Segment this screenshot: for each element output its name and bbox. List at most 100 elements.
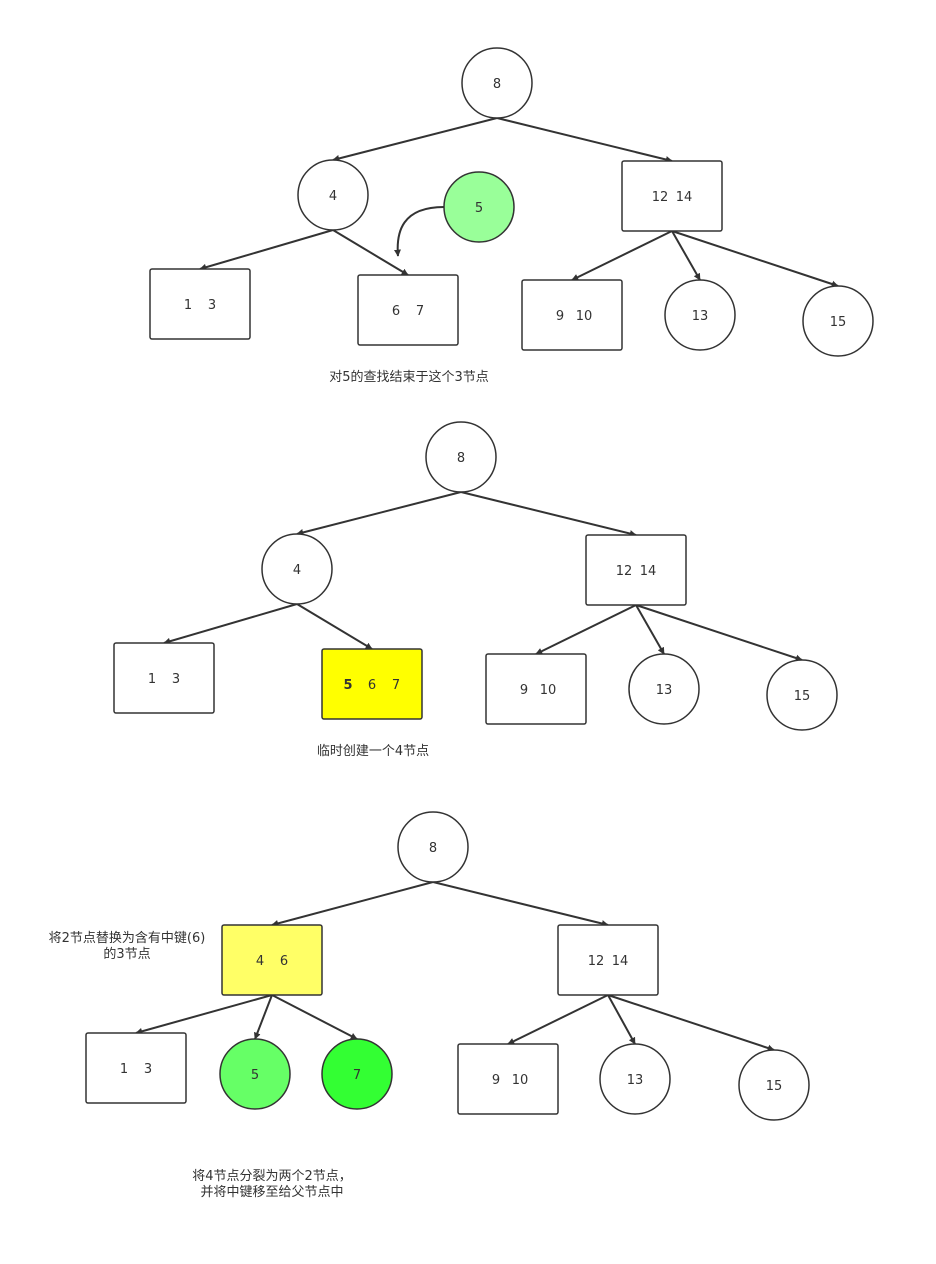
tree-node-p3-root: 8 — [397, 811, 469, 883]
edge-p3-right-to-p3-rm — [607, 994, 636, 1045]
node-circle — [766, 659, 838, 731]
tree-node-p2-left: 4 — [261, 533, 333, 605]
side-note: 将2节点替换为含有中键(6) — [49, 930, 206, 946]
tree-node-p3-rm: 13 — [599, 1043, 671, 1115]
node-box — [485, 653, 587, 725]
node-key-label: 4 — [256, 954, 264, 969]
node-box — [457, 1043, 559, 1115]
edge-p3-right-to-p3-rr — [607, 994, 775, 1052]
edge-p3-right-to-p3-rl — [507, 994, 609, 1045]
node-key-label: 6 — [280, 954, 288, 969]
node-key-label: 1 — [148, 672, 156, 687]
edge-p1-right-to-p1-rr — [671, 230, 839, 288]
node-key-label: 13 — [692, 309, 709, 324]
node-circle — [802, 285, 874, 357]
node-key-label: 14 — [640, 564, 657, 579]
tree-node-p1-root: 8 — [461, 47, 533, 119]
node-box — [357, 274, 459, 346]
edge-p1-left-to-p1-ll — [199, 229, 334, 271]
node-key-label: 3 — [172, 672, 180, 687]
edge-p2-left-to-p2-ll — [163, 603, 298, 645]
insert-arrow-5-into-node — [393, 206, 445, 257]
panel-caption: 并将中键移至给父节点中 — [200, 1185, 343, 1200]
tree-node-p1-right: 12 14 — [621, 160, 723, 232]
node-circle — [461, 47, 533, 119]
edge-p3-root-to-p3-right — [432, 881, 609, 927]
node-key-label: 5 — [343, 678, 352, 693]
tree-node-p3-lm: 5 — [219, 1038, 291, 1110]
edge-p2-right-to-p2-rl — [535, 604, 637, 655]
edge-p1-left-to-p1-lr — [332, 229, 409, 276]
node-circle — [738, 1049, 810, 1121]
node-key-label: 12 — [652, 190, 669, 205]
edge-p1-right-to-p1-rm — [671, 230, 701, 281]
node-key-label: 13 — [656, 683, 673, 698]
node-box — [321, 648, 423, 720]
node-key-label: 3 — [208, 298, 216, 313]
node-box — [149, 268, 251, 340]
node-box — [557, 924, 659, 996]
tree-node-p1-rm: 13 — [664, 279, 736, 351]
node-box — [521, 279, 623, 351]
node-key-label: 7 — [416, 304, 424, 319]
edges-layer — [135, 117, 839, 1052]
node-circle — [425, 421, 497, 493]
node-circle — [443, 171, 515, 243]
node-circle — [219, 1038, 291, 1110]
node-key-label: 9 — [492, 1073, 500, 1088]
node-key-label: 4 — [293, 563, 301, 578]
tree-node-p2-rr: 15 — [766, 659, 838, 731]
node-key-label: 14 — [676, 190, 693, 205]
node-key-label: 5 — [251, 1068, 259, 1083]
node-key-label: 3 — [144, 1062, 152, 1077]
panel-caption: 对5的查找结束于这个3节点 — [329, 369, 489, 385]
tree-node-p2-rl: 9 10 — [485, 653, 587, 725]
node-circle — [321, 1038, 393, 1110]
tree-node-p3-rl: 9 10 — [457, 1043, 559, 1115]
edge-p2-root-to-p2-right — [460, 491, 637, 537]
tree-node-p1-new: 5 — [443, 171, 515, 243]
edge-p2-left-to-p2-lr — [296, 603, 373, 650]
node-box — [585, 534, 687, 606]
node-circle — [628, 653, 700, 725]
node-key-label: 4 — [329, 189, 337, 204]
panel-caption: 将4节点分裂为两个2节点， — [192, 1169, 352, 1184]
node-key-label: 9 — [556, 309, 564, 324]
node-key-label: 10 — [540, 683, 557, 698]
tree-node-p3-rr: 15 — [738, 1049, 810, 1121]
node-key-label: 7 — [392, 678, 400, 693]
node-circle — [599, 1043, 671, 1115]
node-box — [85, 1032, 187, 1104]
edge-p3-left-to-p3-lr — [271, 994, 358, 1040]
node-circle — [297, 159, 369, 231]
captions-layer: 对5的查找结束于这个3节点临时创建一个4节点将4节点分裂为两个2节点，并将中键移… — [49, 369, 489, 1200]
panel-caption: 临时创建一个4节点 — [317, 744, 429, 759]
node-circle — [664, 279, 736, 351]
tree-node-p1-left: 4 — [297, 159, 369, 231]
tree-node-p2-rm: 13 — [628, 653, 700, 725]
node-key-label: 9 — [520, 683, 528, 698]
edge-p3-left-to-p3-lm — [254, 994, 273, 1040]
node-circle — [261, 533, 333, 605]
tree-node-p2-lr: 5 6 7 — [321, 648, 423, 720]
node-key-label: 15 — [794, 689, 811, 704]
node-key-label: 10 — [512, 1073, 529, 1088]
node-key-label: 8 — [493, 77, 501, 92]
edge-p1-root-to-p1-right — [496, 117, 673, 163]
node-key-label: 6 — [368, 678, 376, 693]
node-key-label: 12 — [616, 564, 633, 579]
edge-p2-right-to-p2-rm — [635, 604, 665, 655]
node-key-label: 6 — [392, 304, 400, 319]
edge-p2-root-to-p2-left — [296, 491, 462, 536]
edge-p3-root-to-p3-left — [271, 881, 434, 927]
node-box — [113, 642, 215, 714]
node-key-label: 15 — [830, 315, 847, 330]
